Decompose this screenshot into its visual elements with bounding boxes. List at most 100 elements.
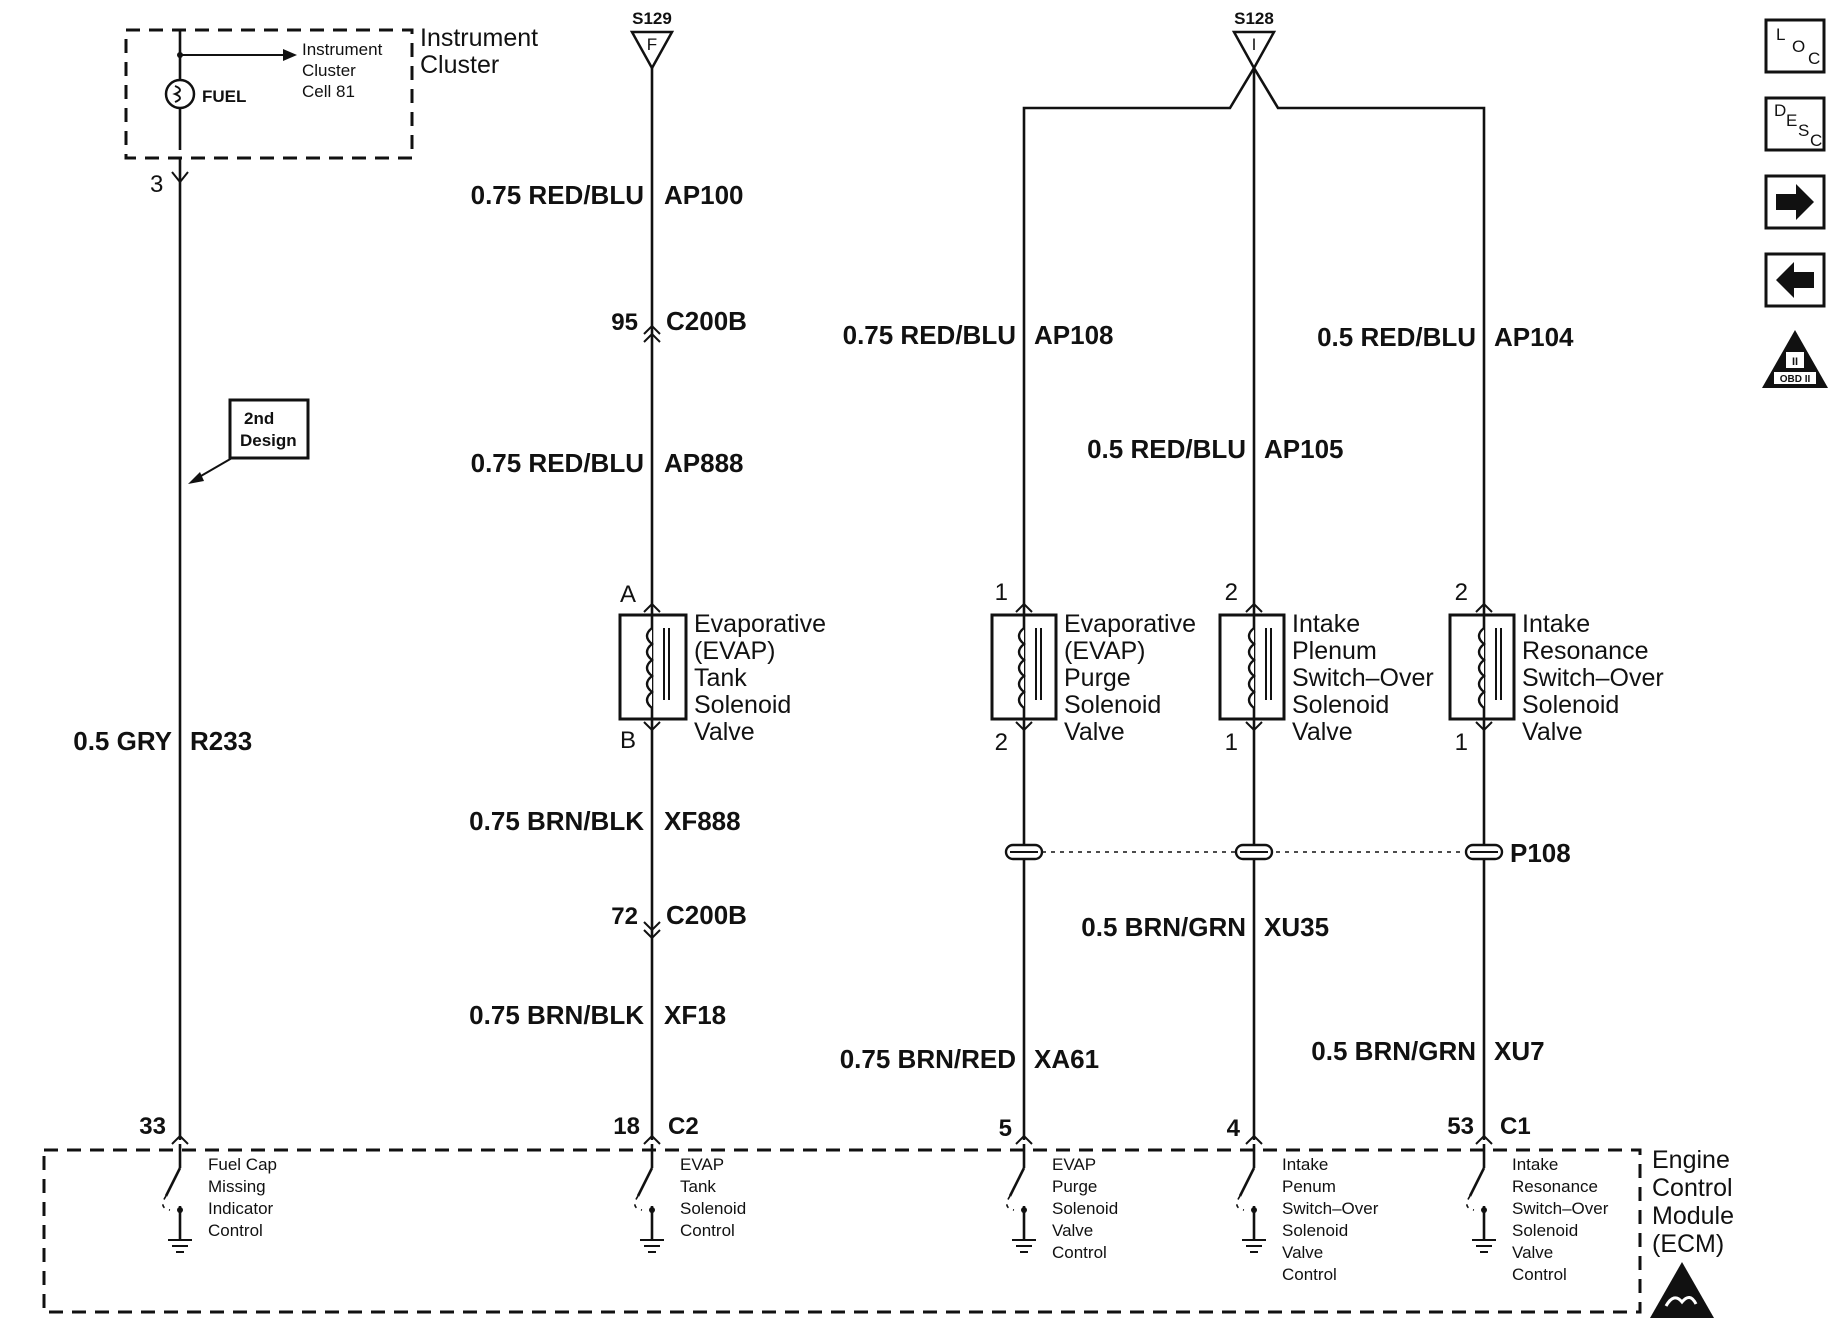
ecm-name-line3: Module: [1652, 1202, 1734, 1230]
ecm-pin-4: 4: [1227, 1115, 1241, 1142]
driver-label-intake_plenum-6: Control: [1282, 1265, 1337, 1284]
wire-xa61-gauge: 0.75 BRN/RED: [840, 1044, 1016, 1074]
wire-ap104-gauge: 0.5 RED/BLU: [1317, 322, 1476, 352]
second-design-line2: Design: [240, 431, 297, 450]
evap-tank-label-5: Valve: [694, 718, 755, 746]
intake-resonance-solenoid: 2 1 Intake Resonance Switch–Over Solenoi…: [1448, 579, 1664, 756]
svg-text:S: S: [1798, 121, 1809, 140]
wire-xa61-circuit: XA61: [1034, 1044, 1099, 1074]
c200b-upper-pin: 95: [611, 309, 638, 336]
intake-plenum-label-2: Plenum: [1292, 637, 1377, 665]
evap-tank-pin-a-terminal: [643, 602, 661, 613]
wire-xu7-circuit: XU7: [1494, 1036, 1545, 1066]
evap-purge-label-2: (EVAP): [1064, 637, 1146, 665]
splice-s129-icon: [629, 30, 675, 71]
cluster-pin-3: 3: [150, 171, 163, 198]
evap-tank-pin-a: A: [620, 581, 636, 608]
ecm-name-line1: Engine: [1652, 1146, 1730, 1174]
switch-blade: [1008, 1167, 1026, 1197]
wire-ap100-circuit: AP100: [664, 180, 744, 210]
intake-plenum-label-1: Intake: [1292, 610, 1360, 638]
location-icon[interactable]: L O C: [1764, 18, 1826, 74]
intake-plenum-label-3: Switch–Over: [1292, 664, 1434, 692]
pin-3-terminal: [171, 171, 189, 184]
splice-s128-id: S128: [1234, 9, 1274, 28]
driver-label-evap_tank-3: Solenoid: [680, 1199, 746, 1218]
wire-xf18-circuit: XF18: [664, 1000, 726, 1030]
switch-blade: [636, 1167, 654, 1197]
driver-label-fuel_cap-3: Indicator: [208, 1199, 274, 1218]
wire-r233-gauge: 0.5 GRY: [73, 726, 172, 756]
evap-tank-label-3: Tank: [694, 664, 747, 692]
p108-name: P108: [1510, 838, 1571, 868]
cluster-ref-arrow-icon: [283, 49, 297, 61]
evap-purge-label-4: Solenoid: [1064, 691, 1161, 719]
driver-label-fuel_cap-4: Control: [208, 1221, 263, 1240]
wire-xf18-gauge: 0.75 BRN/BLK: [469, 1000, 644, 1030]
ecm-name-line2: Control: [1652, 1174, 1733, 1202]
intake-resonance-label-3: Switch–Over: [1522, 664, 1664, 692]
intake-plenum-label-5: Valve: [1292, 718, 1353, 746]
ecm-connector-c2: C2: [668, 1113, 699, 1140]
wire-ap105-circuit: AP105: [1264, 434, 1344, 464]
splice-s129: S129 F: [629, 9, 675, 71]
instrument-cluster-name-line1: Instrument: [420, 24, 538, 52]
evap-purge-pin-bottom: 2: [995, 729, 1008, 756]
driver-switch-intake_plenum: [1236, 1144, 1266, 1253]
esd-warning-icon: [1650, 1262, 1714, 1318]
wire-ap108-circuit: AP108: [1034, 320, 1114, 350]
next-arrow-icon[interactable]: [1764, 174, 1826, 230]
driver-label-intake_resonance-3: Switch–Over: [1512, 1199, 1609, 1218]
nav-icons: L O C D E S C II OBD II: [1650, 18, 1828, 1318]
driver-label-evap_tank-2: Tank: [680, 1177, 716, 1196]
intake-resonance-label-2: Resonance: [1522, 637, 1648, 665]
c200b-upper-name: C200B: [666, 306, 747, 336]
driver-label-evap_tank-4: Control: [680, 1221, 735, 1240]
driver-label-intake_plenum-3: Switch–Over: [1282, 1199, 1379, 1218]
splice-s129-id: S129: [632, 9, 672, 28]
wire-r233: 0.5 GRY R233: [73, 158, 252, 1140]
intake-plenum-pin-bottom: 1: [1225, 729, 1238, 756]
ecm-pin-18: 18: [613, 1113, 640, 1140]
intake-resonance-pin-top: 2: [1455, 579, 1468, 606]
wire-xu35-circuit: XU35: [1264, 912, 1329, 942]
driver-switch-fuel_cap: [162, 1144, 192, 1253]
driver-label-intake_resonance-5: Valve: [1512, 1243, 1553, 1262]
intake-resonance-label-4: Solenoid: [1522, 691, 1619, 719]
svg-text:L: L: [1776, 25, 1785, 44]
wire-xf888-gauge: 0.75 BRN/BLK: [469, 806, 644, 836]
c200b-lower-name: C200B: [666, 900, 747, 930]
evap-purge-solenoid: 1 2 Evaporative (EVAP) Purge Solenoid Va…: [990, 579, 1196, 756]
evap-purge-pin-top: 1: [995, 579, 1008, 606]
cluster-ref-line3: Cell 81: [302, 82, 355, 101]
driver-label-evap_tank-1: EVAP: [680, 1155, 724, 1174]
evap-tank-label-1: Evaporative: [694, 610, 826, 638]
driver-label-evap_purge-3: Solenoid: [1052, 1199, 1118, 1218]
obd-ii-icon[interactable]: II OBD II: [1762, 330, 1828, 388]
second-design-note: 2nd Design: [188, 398, 310, 484]
ecm-pin-5: 5: [999, 1115, 1012, 1142]
wire-xu7-gauge: 0.5 BRN/GRN: [1311, 1036, 1476, 1066]
svg-text:C: C: [1810, 131, 1822, 150]
evap-tank-solenoid: A B Evaporative (EVAP) Tank Solenoid Val…: [618, 581, 826, 754]
instrument-cluster-name-line2: Cluster: [420, 51, 499, 79]
back-arrow-icon[interactable]: [1764, 252, 1826, 308]
wire-intake-resonance-circuit: [1252, 67, 1486, 1140]
wire-ap888-gauge: 0.75 RED/BLU: [471, 448, 644, 478]
driver-label-fuel_cap-1: Fuel Cap: [208, 1155, 277, 1174]
evap-tank-coil-icon: [645, 627, 654, 709]
evap-purge-label-3: Purge: [1064, 664, 1131, 692]
driver-label-evap_purge-1: EVAP: [1052, 1155, 1096, 1174]
wire-xf888-circuit: XF888: [664, 806, 741, 836]
evap-purge-label-1: Evaporative: [1064, 610, 1196, 638]
description-icon[interactable]: D E S C: [1764, 96, 1826, 152]
second-design-box: [228, 398, 310, 460]
wire-ap104-circuit: AP104: [1494, 322, 1574, 352]
driver-label-intake_resonance-4: Solenoid: [1512, 1221, 1578, 1240]
evap-purge-label-5: Valve: [1064, 718, 1125, 746]
c200b-lower-pin: 72: [611, 903, 638, 930]
wire-ap888-circuit: AP888: [664, 448, 744, 478]
driver-switch-intake_resonance: [1466, 1144, 1496, 1253]
